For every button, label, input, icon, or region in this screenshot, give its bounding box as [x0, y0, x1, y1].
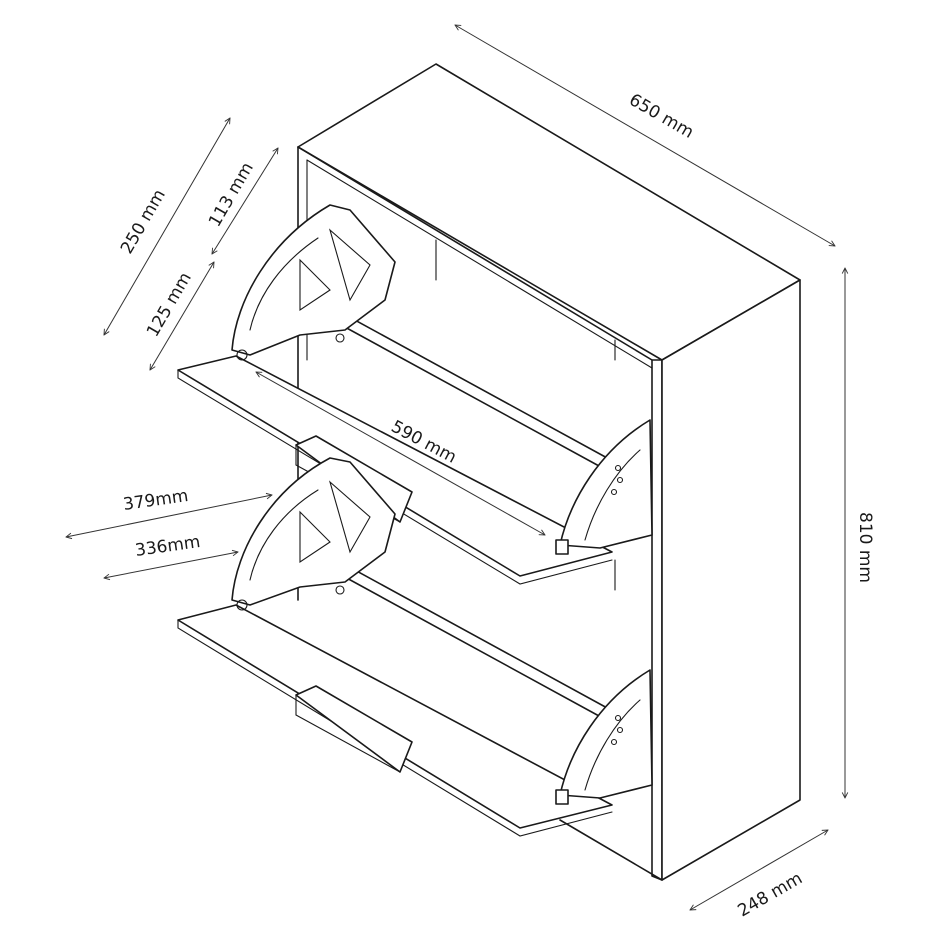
width-dimension-line	[455, 25, 835, 246]
open-depth-dimension-line	[66, 495, 272, 537]
upper-section-dimension-line	[212, 148, 278, 254]
compartment-height-label: 250 mm	[117, 186, 170, 257]
upper-right-bracket	[559, 419, 653, 549]
flap-depth-label: 336mm	[134, 532, 202, 561]
upper-left-bracket	[231, 204, 396, 356]
open-depth-label: 379mm	[122, 486, 190, 515]
cabinet-top	[297, 63, 801, 361]
depth-label: 248 mm	[735, 869, 806, 922]
width-label: 650 mm	[626, 90, 697, 143]
cabinet-front-edge	[651, 359, 663, 881]
flap-depth-dimension-line	[104, 552, 238, 578]
upper-flap-board	[177, 355, 613, 577]
dimension-lines	[66, 25, 845, 910]
lower-flap-handle	[295, 685, 413, 773]
inner-width-dimension-line	[256, 372, 545, 535]
lower-section-dimension-line	[150, 262, 214, 370]
upper-section-label: 113 mm	[205, 159, 258, 230]
lower-right-bracket	[559, 669, 653, 799]
cabinet-right-side	[661, 279, 801, 881]
depth-dimension-line	[690, 830, 828, 910]
height-label: 810 mm	[855, 512, 875, 583]
compartment-height-dimension-line	[104, 118, 230, 335]
lower-flap	[177, 457, 653, 837]
lower-section-label: 125 mm	[143, 269, 196, 340]
lower-flap-board	[177, 604, 613, 829]
